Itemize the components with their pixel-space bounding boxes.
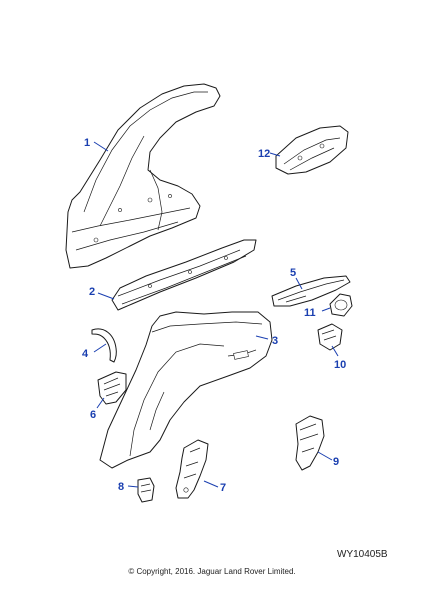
callout-3[interactable]: 3 xyxy=(272,335,278,347)
callout-1[interactable]: 1 xyxy=(84,137,90,149)
leader-4 xyxy=(93,343,107,353)
leader-6 xyxy=(96,397,105,409)
part-6-bracket[interactable] xyxy=(97,371,127,405)
callout-9[interactable]: 9 xyxy=(333,456,339,468)
callout-4[interactable]: 4 xyxy=(82,348,89,360)
leader-10 xyxy=(331,345,339,357)
part-12-panel[interactable] xyxy=(275,125,349,175)
leader-2 xyxy=(97,292,115,300)
leader-1 xyxy=(93,141,109,152)
part-9-lower-bracket[interactable] xyxy=(295,415,325,471)
part-11-filler-plate[interactable] xyxy=(329,293,353,317)
leader-3 xyxy=(255,335,269,340)
callout-5[interactable]: 5 xyxy=(290,267,296,279)
callout-10[interactable]: 10 xyxy=(334,359,346,371)
callout-6[interactable]: 6 xyxy=(90,409,96,421)
part-1-body-side-panel[interactable] xyxy=(65,83,221,269)
part-10-angle-bracket[interactable] xyxy=(317,323,343,351)
leader-7 xyxy=(203,480,219,488)
callout-2[interactable]: 2 xyxy=(89,286,95,298)
leader-5 xyxy=(295,277,303,290)
part-3-rear-quarter-panel[interactable] xyxy=(99,311,273,469)
part-4-arch-strip[interactable] xyxy=(91,328,117,363)
leader-12 xyxy=(269,152,281,157)
part-7-reinforcement[interactable] xyxy=(175,439,209,499)
leader-11 xyxy=(321,307,331,312)
callout-11[interactable]: 11 xyxy=(304,307,316,319)
callout-7[interactable]: 7 xyxy=(220,482,226,494)
part-2-sill-panel[interactable] xyxy=(111,239,257,311)
callout-8[interactable]: 8 xyxy=(118,481,124,493)
callout-12[interactable]: 12 xyxy=(258,148,270,160)
part-8-gusset[interactable] xyxy=(137,477,155,503)
figure-id: WY10405B xyxy=(337,549,388,560)
part-5-rear-support[interactable] xyxy=(271,275,351,307)
copyright-notice: © Copyright, 2016. Jaguar Land Rover Lim… xyxy=(128,567,296,576)
leader-9 xyxy=(317,451,333,461)
leader-8 xyxy=(127,485,139,488)
